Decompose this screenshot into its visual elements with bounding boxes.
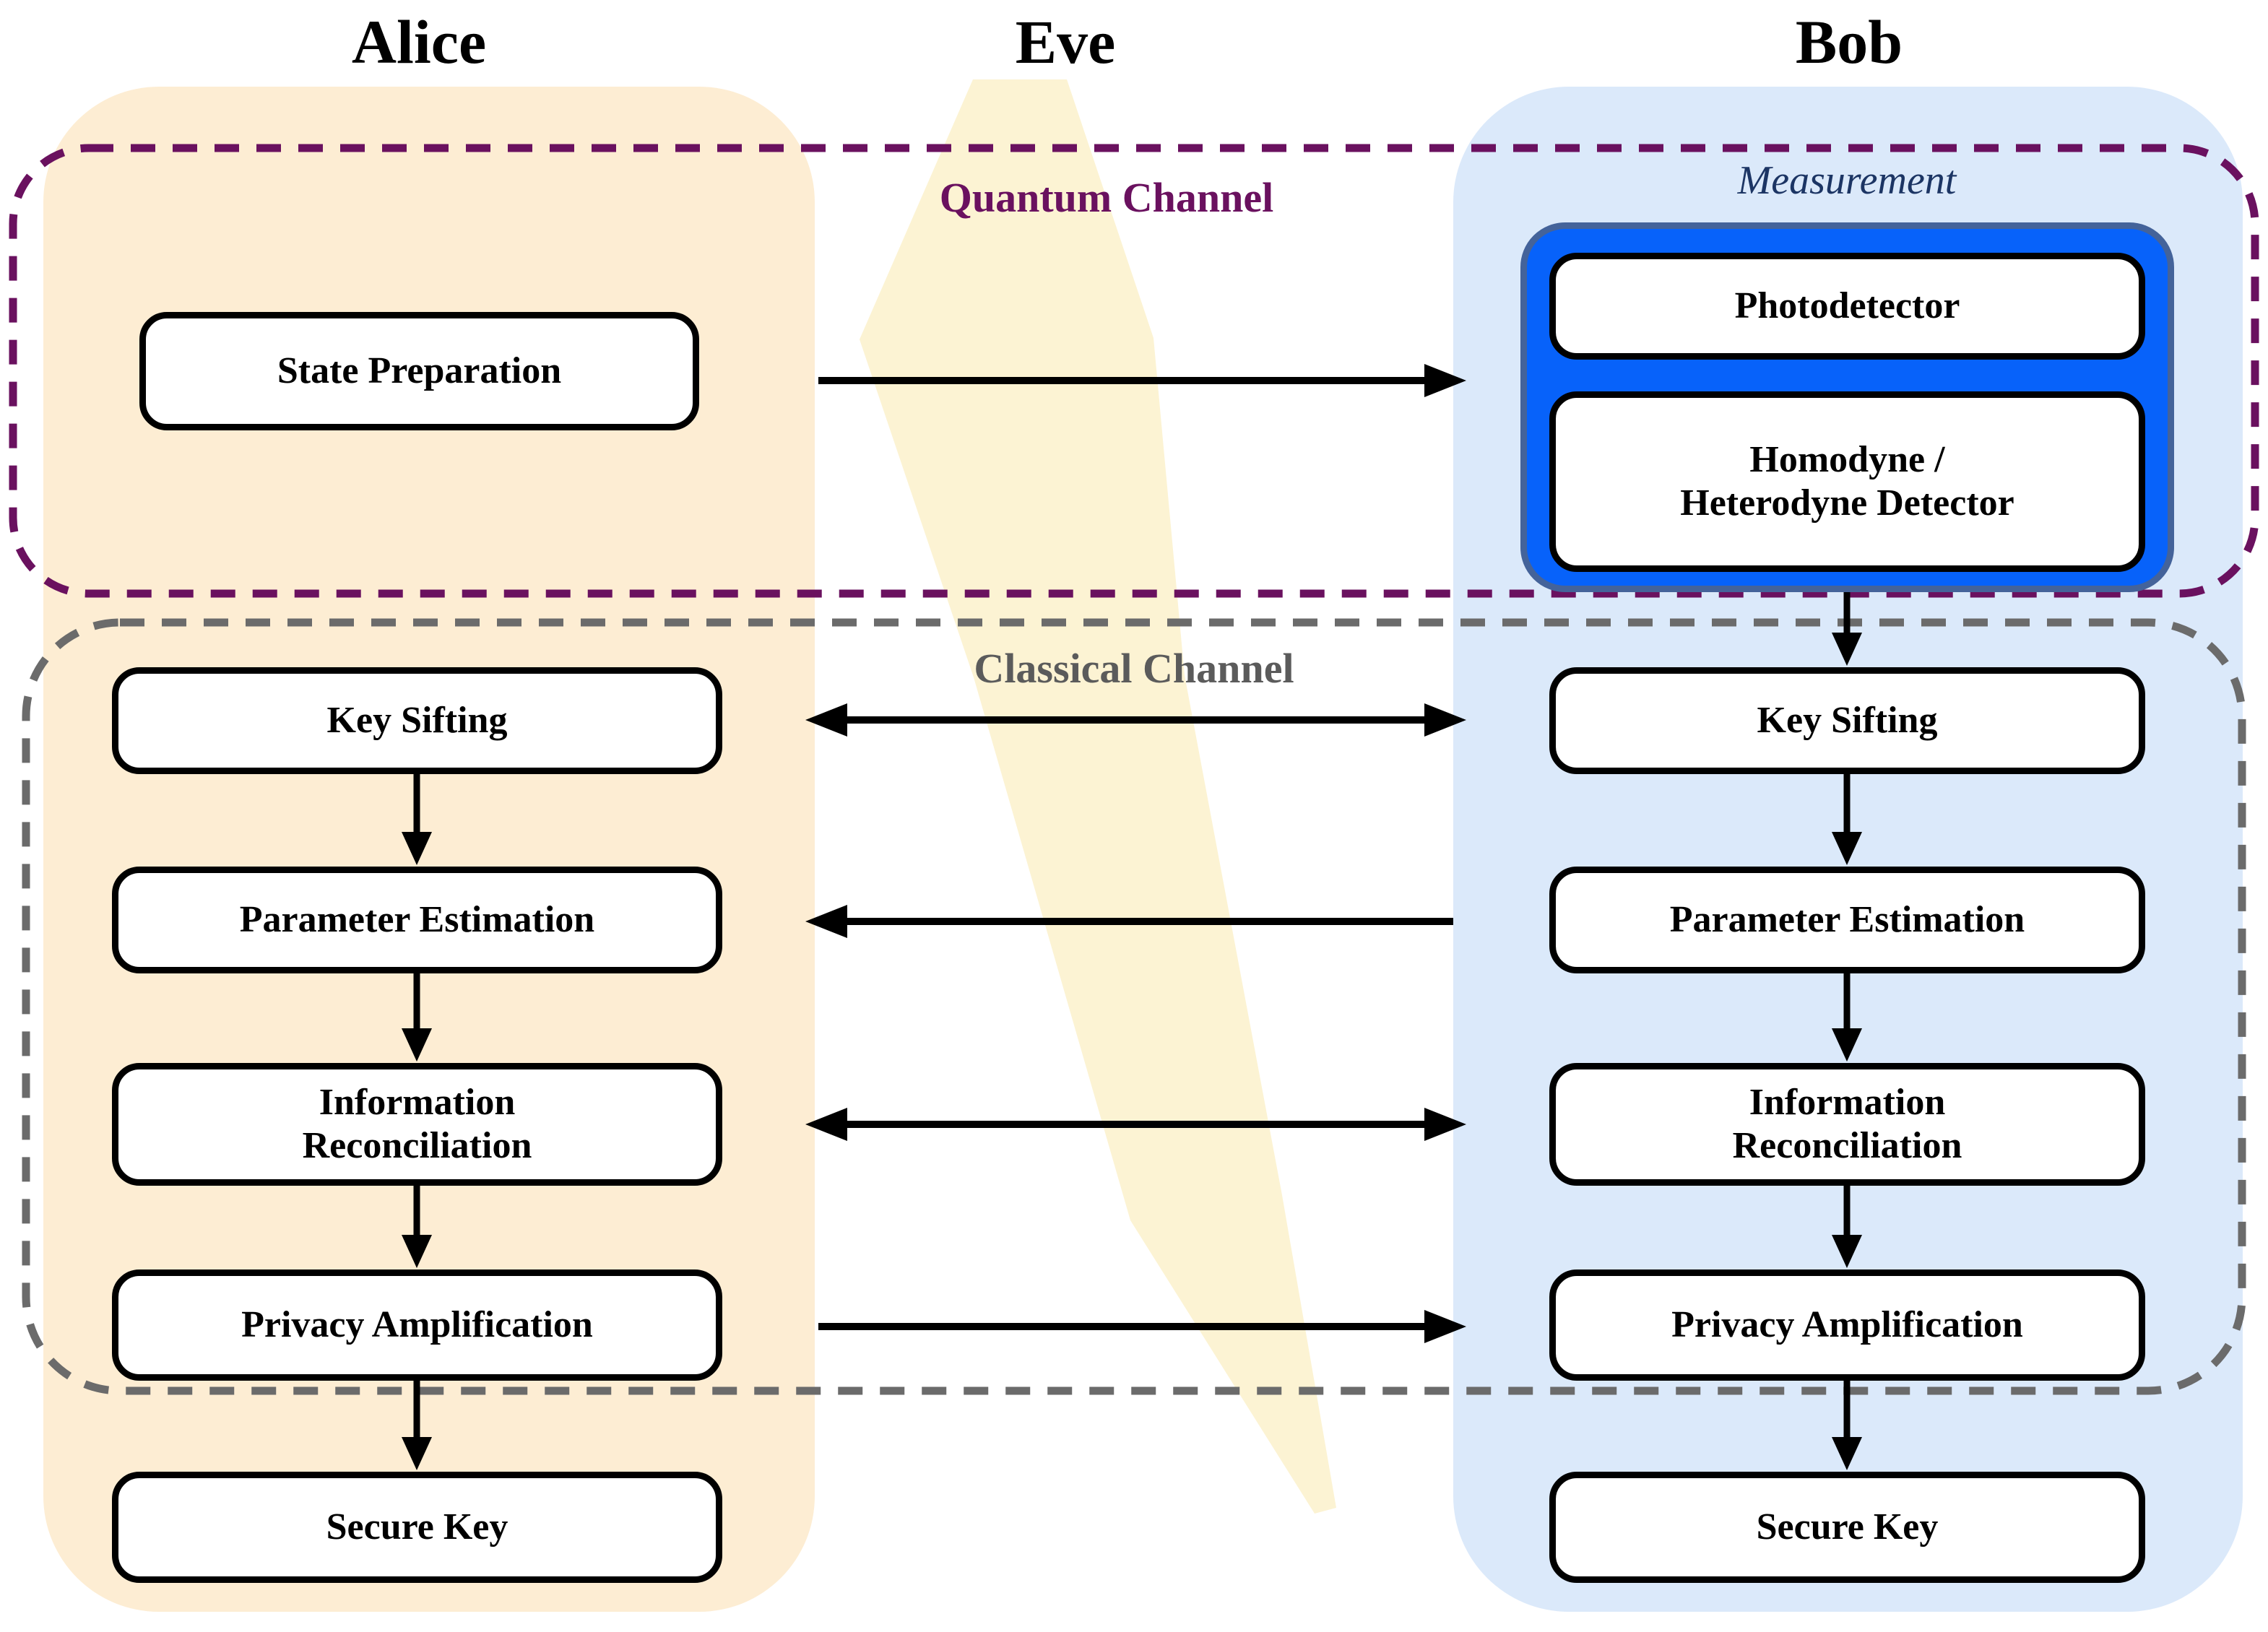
alice-secure-key-box: Secure Key [112,1472,722,1583]
homodyne-heterodyne-detector-box: Homodyne / Heterodyne Detector [1549,391,2145,572]
arrow-state-preparation-to-measurement [818,364,1466,397]
arrow-privacy-amplification-alice-to-bob [818,1310,1466,1343]
bob-information-reconciliation-box: Information Reconciliation [1549,1063,2145,1186]
quantum-channel-dashed-border [9,144,2259,598]
classical-channel-dashed-border [22,618,2246,1395]
bob-privacy-amplification-box: Privacy Amplification [1549,1269,2145,1381]
bob-parameter-estimation-box: Parameter Estimation [1549,867,2145,973]
arrow-key-sifting-bidirectional [805,703,1466,737]
quantum-channel-label: Quantum Channel [939,174,1274,221]
arrow-bob-informationreconciliation-to-privacyamplification [1832,1186,1862,1268]
eve-header: Eve [1015,7,1116,77]
bob-key-sifting-box: Key Sifting [1549,667,2145,774]
arrow-bob-parameterestimation-to-informationreconciliation [1832,973,1862,1062]
arrow-alice-parameterestimation-to-informationreconciliation [402,973,432,1062]
eve-lightning-bolt-shape [860,79,1336,1514]
arrow-information-reconciliation-bidirectional [805,1108,1466,1141]
alice-information-reconciliation-box: Information Reconciliation [112,1063,722,1186]
bob-header: Bob [1795,7,1903,77]
arrow-bob-measurement-to-keysifting [1832,591,1862,666]
measurement-label: Measurement [1737,158,1957,203]
alice-key-sifting-box: Key Sifting [112,667,722,774]
alice-privacy-amplification-box: Privacy Amplification [112,1269,722,1381]
alice-header: Alice [351,7,487,77]
classical-channel-label: Classical Channel [974,645,1294,692]
arrow-parameter-estimation-bob-to-alice [805,905,1453,938]
photodetector-box: Photodetector [1549,253,2145,360]
arrow-bob-privacyamplification-to-securekey [1832,1381,1862,1470]
alice-state-preparation-box: State Preparation [139,312,699,430]
arrow-alice-keysifting-to-parameterestimation [402,774,432,865]
arrow-alice-privacyamplification-to-securekey [402,1381,432,1470]
alice-parameter-estimation-box: Parameter Estimation [112,867,722,973]
bob-secure-key-box: Secure Key [1549,1472,2145,1583]
arrow-alice-informationreconciliation-to-privacyamplification [402,1186,432,1268]
arrow-bob-keysifting-to-parameterestimation [1832,774,1862,865]
